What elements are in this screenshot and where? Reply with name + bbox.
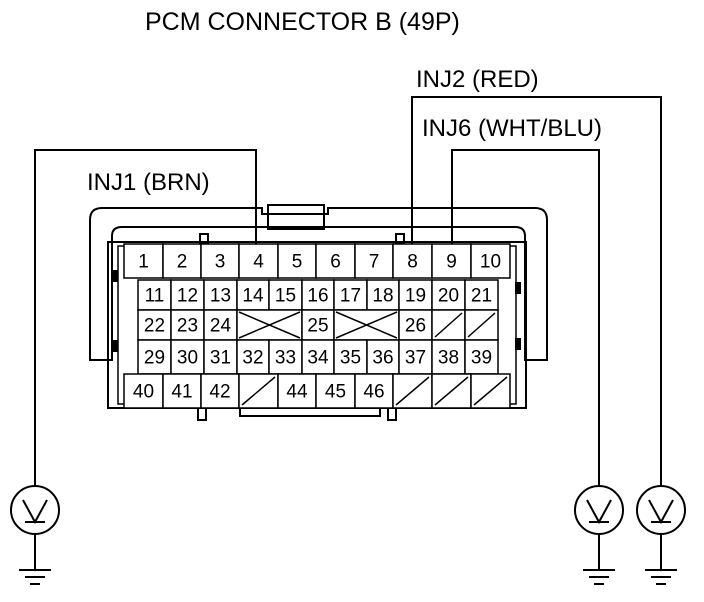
pin-number: 4 (253, 252, 264, 273)
pin-cell (464, 339, 499, 375)
pin-number: 42 (209, 382, 230, 403)
blank-cavity-mark (467, 312, 496, 338)
pin-number: 23 (177, 316, 198, 337)
pin-number: 22 (144, 316, 165, 337)
pin-number: 16 (307, 286, 328, 307)
pin-number: 19 (405, 286, 426, 307)
voltmeter-v-glyph (586, 499, 612, 525)
pin-number: 11 (145, 286, 165, 307)
blank-cavity-mark (241, 376, 276, 406)
pin-cell (200, 243, 240, 279)
inj2-wire (411, 96, 662, 486)
pin-cell (200, 373, 240, 409)
inj6-wire (451, 149, 600, 486)
pin-cell (398, 309, 433, 341)
blank-cavity-mark (473, 376, 508, 406)
voltmeter-v-glyph (22, 499, 48, 525)
pin-cell (203, 309, 238, 341)
voltmeter-icon (10, 485, 60, 535)
probe-inj6 (574, 485, 624, 585)
pin-number: 3 (215, 252, 226, 273)
pin-number: 35 (340, 348, 361, 369)
pin-cell (315, 243, 356, 279)
pin-number: 37 (405, 348, 426, 369)
diagram-title: PCM CONNECTOR B (49P) (145, 8, 460, 36)
pin-cell (277, 243, 317, 279)
pin-number: 14 (242, 286, 264, 307)
pin-number: 25 (307, 316, 328, 337)
inj1-wire (34, 149, 257, 486)
blank-cavity-mark (335, 311, 398, 339)
blank-cavity-mark (434, 312, 463, 338)
pin-number: 15 (275, 286, 296, 307)
pin-cell (238, 243, 279, 279)
pin-number: 5 (292, 252, 303, 273)
pin-number: 24 (210, 316, 232, 337)
pin-number: 26 (405, 316, 426, 337)
pin-number: 6 (330, 252, 341, 273)
pin-cell (333, 339, 368, 375)
pin-number: 31 (210, 348, 231, 369)
pin-number: 9 (446, 252, 457, 273)
voltmeter-icon (636, 485, 686, 535)
pin-cell (137, 279, 172, 311)
pin-number: 44 (286, 382, 308, 403)
pin-cell (170, 279, 205, 311)
inj6-label: INJ6 (WHT/BLU) (422, 115, 602, 142)
pin-number: 38 (438, 348, 459, 369)
blank-cavity-mark (238, 311, 301, 339)
pin-cell (470, 243, 511, 279)
pin-cell (236, 279, 270, 311)
pin-cell (398, 279, 433, 311)
pin-number: 36 (372, 348, 393, 369)
pin-cell (464, 279, 499, 311)
blank-cavity-mark (434, 376, 469, 406)
pin-number: 34 (307, 348, 329, 369)
pin-number: 40 (133, 382, 154, 403)
pin-number: 46 (363, 382, 384, 403)
pin-number: 21 (471, 286, 492, 307)
pin-number: 29 (144, 348, 165, 369)
pin-number: 10 (480, 252, 501, 273)
pin-number: 32 (242, 348, 263, 369)
pin-cell (431, 339, 466, 375)
inj1-label: INJ1 (BRN) (87, 169, 210, 196)
pin-cell (431, 243, 472, 279)
pin-cell (354, 243, 394, 279)
pin-cell (392, 243, 433, 279)
pin-number: 13 (210, 286, 231, 307)
pin-cell (333, 279, 368, 311)
pin-number: 17 (340, 286, 361, 307)
pin-cell (268, 339, 303, 375)
pin-number: 7 (369, 252, 380, 273)
pin-number: 20 (438, 286, 459, 307)
pin-number: 12 (177, 286, 198, 307)
probe-inj1 (10, 485, 60, 585)
pin-cell (123, 243, 164, 279)
voltmeter-v-glyph (648, 499, 674, 525)
pin-number: 18 (372, 286, 393, 307)
pin-number: 45 (325, 382, 346, 403)
blank-cavity-mark (395, 376, 430, 406)
pin-cell (301, 339, 335, 375)
pin-cell (315, 373, 356, 409)
inj2-label: INJ2 (RED) (416, 66, 539, 93)
pin-number: 2 (177, 252, 188, 273)
pin-number: 39 (471, 348, 492, 369)
pin-cell (162, 373, 202, 409)
pin-number: 41 (171, 382, 192, 403)
pin-number: 1 (138, 252, 149, 273)
pin-cell (170, 339, 205, 375)
pin-number: 33 (275, 348, 296, 369)
pin-cell (170, 309, 205, 341)
voltmeter-icon (574, 485, 624, 535)
pin-number: 8 (407, 252, 418, 273)
pin-cell (354, 373, 394, 409)
probe-inj2 (636, 485, 686, 585)
pin-number: 30 (177, 348, 198, 369)
